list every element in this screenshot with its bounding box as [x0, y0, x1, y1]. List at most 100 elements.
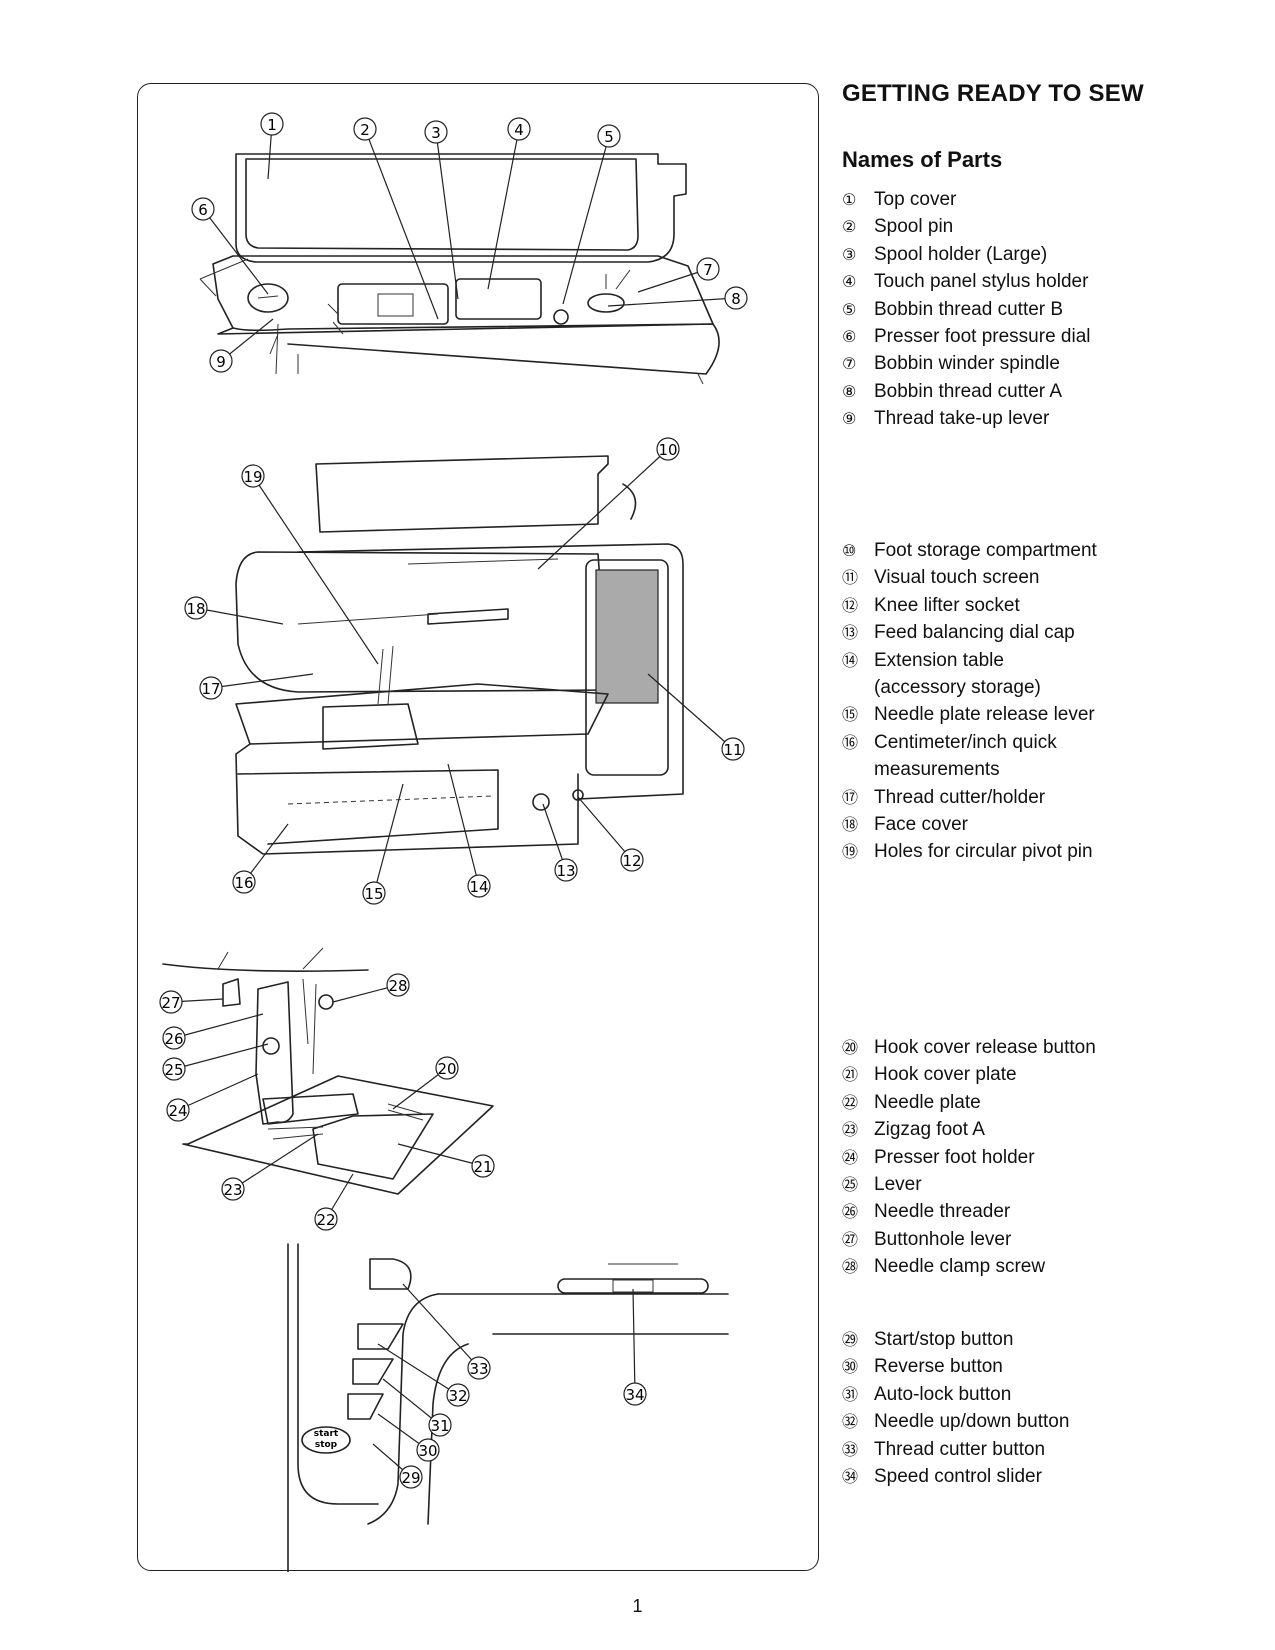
callout-leader: [647, 673, 734, 750]
callout-number: 34: [625, 1386, 644, 1404]
callout-marker: 11: [721, 737, 745, 761]
callout-number: 26: [164, 1030, 183, 1048]
part-item: ⑳ Hook cover release button: [842, 1034, 1096, 1061]
callout-marker: 19: [241, 464, 265, 488]
machine-illustration: [235, 455, 684, 855]
callout-marker: 10: [656, 437, 680, 461]
callout-number: 2: [360, 121, 370, 139]
callout-number: 7: [703, 261, 713, 279]
part-number: ⑯: [842, 732, 859, 752]
callout-marker: 8: [724, 286, 748, 310]
part-label: Presser foot pressure dial: [874, 325, 1091, 347]
callout-marker: 13: [554, 858, 578, 882]
part-number: ③: [842, 244, 857, 264]
part-number: ⑬: [842, 623, 859, 643]
callout-marker: 3: [424, 120, 448, 144]
part-number: ㉒: [842, 1092, 859, 1112]
callout-marker: 15: [362, 881, 386, 905]
callout-number: 14: [469, 878, 488, 896]
callout-marker: 12: [620, 848, 644, 872]
part-number: ⑨: [842, 409, 857, 429]
part-label: Thread cutter/holder: [874, 786, 1046, 808]
callout-leader: [402, 1283, 480, 1369]
callout-number: 4: [514, 121, 524, 139]
callout-number: 13: [556, 862, 575, 880]
page-title: GETTING READY TO SEW: [842, 80, 1144, 107]
part-number: ㉖: [842, 1202, 859, 1222]
callout-number: 8: [731, 290, 741, 308]
part-label: Hook cover release button: [874, 1037, 1096, 1058]
part-number: ㉜: [842, 1412, 859, 1432]
part-number: ㉚: [842, 1357, 859, 1377]
part-label: Needle plate release lever: [874, 704, 1095, 726]
callout-marker: 22: [314, 1207, 338, 1231]
callout-leader: [637, 268, 709, 293]
part-label: Bobbin thread cutter B: [874, 298, 1064, 320]
part-number: ㉝: [842, 1439, 859, 1459]
callout-number: 31: [430, 1417, 449, 1435]
callout-number: 30: [418, 1442, 437, 1460]
part-label: Touch panel stylus holder: [874, 271, 1089, 293]
callout-leader: [542, 803, 567, 871]
callout-number: 15: [364, 885, 383, 903]
callout-leader: [607, 297, 737, 307]
callout-marker: 26: [162, 1026, 186, 1050]
part-number: ㉑: [842, 1065, 859, 1085]
part-number: ⑪: [842, 568, 859, 588]
part-number: ⑳: [842, 1038, 859, 1057]
callout-number: 24: [168, 1102, 187, 1120]
callout-number: 27: [161, 994, 180, 1012]
part-label: Foot storage compartment: [874, 540, 1097, 561]
callout-number: 21: [473, 1158, 492, 1176]
part-number: ⑲: [842, 842, 859, 862]
callout-number: 32: [448, 1387, 467, 1405]
callout-leader: [377, 1343, 459, 1396]
part-number: ㉓: [842, 1120, 859, 1140]
callout-leader: [632, 1288, 636, 1395]
part-label: Thread take-up lever: [874, 408, 1050, 430]
callout-marker: 2: [353, 117, 377, 141]
callout-leader: [173, 1043, 269, 1070]
part-label: Feed balancing dial cap: [874, 622, 1075, 644]
stop-label: stop: [315, 1440, 338, 1450]
part-label: Thread cutter button: [874, 1438, 1046, 1460]
part-number: ①: [842, 190, 857, 209]
callout-marker: 16: [232, 870, 256, 894]
callout-number: 28: [388, 977, 407, 995]
part-number: ㉗: [842, 1229, 859, 1249]
callout-marker: 32: [446, 1383, 470, 1407]
part-item: ㉒ Needle plate: [842, 1089, 1096, 1116]
part-label: Auto-lock button: [874, 1383, 1012, 1405]
part-label: Visual touch screen: [874, 567, 1040, 589]
callout-marker: 28: [386, 973, 410, 997]
part-number: ⑧: [842, 381, 857, 401]
callout-leader: [252, 475, 379, 665]
callout-marker: 1: [260, 112, 284, 136]
part-label: Extension table (accessory storage): [874, 649, 1041, 698]
callout-marker: 20: [435, 1056, 459, 1080]
callout-marker: 4: [507, 117, 531, 141]
part-label: Spool holder (Large): [874, 243, 1048, 265]
part-label: Reverse button: [874, 1356, 1003, 1378]
callout-marker: 18: [184, 596, 208, 620]
callout-marker: 23: [221, 1177, 245, 1201]
part-number: ⑮: [842, 705, 859, 725]
part-number: ⑦: [842, 354, 857, 374]
callout-number: 17: [201, 680, 220, 698]
callout-number: 22: [316, 1211, 335, 1229]
part-item: ③ Spool holder (Large): [842, 241, 1091, 268]
part-label: Needle plate: [874, 1091, 981, 1113]
part-number: ④: [842, 272, 857, 292]
